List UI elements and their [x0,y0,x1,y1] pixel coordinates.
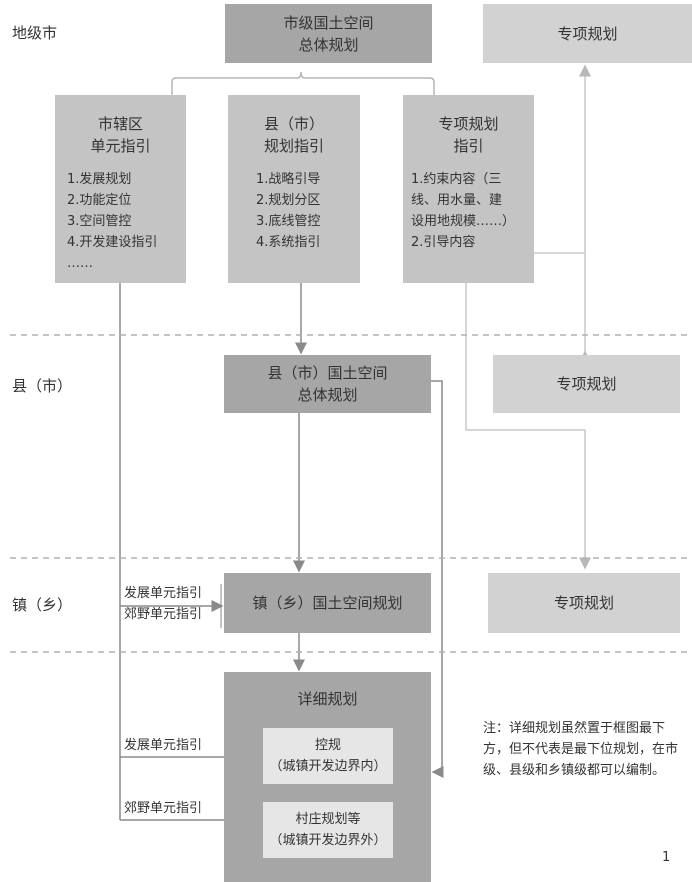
list-item: 4.开发建设指引 [67,235,158,250]
list-item: 3.空间管控 [67,214,132,229]
list-item: 设用地规模……） [411,214,516,229]
list-item: 2.功能定位 [67,193,132,208]
list-item: 1.约束内容（三 [411,172,502,187]
village-plan: 村庄规划等 （城镇开发边界外） [263,802,393,858]
title-line: 县（市）国土空间 [267,364,388,382]
special-plan-guide: 专项规划指引 1.约束内容（三线、用水量、建设用地规模……） 2.引导内容 [403,95,534,283]
edge-label-development: 发展单元指引 [124,738,203,753]
level-label-town: 镇（乡） [12,596,73,614]
title-line: 县（市） [263,115,324,133]
page-number: 1 [662,850,671,865]
city-special-plan: 专项规划 [483,4,692,63]
title-line: 规划指引 [263,137,324,155]
detailed-plan-title: 详细规划 [297,690,358,708]
list-item: 2.引导内容 [411,235,476,250]
list-item: 1.发展规划 [67,172,132,187]
level-label-county: 县（市） [12,377,73,395]
title-line: 总体规划 [298,35,359,54]
list-item: 线、用水量、建 [411,193,503,208]
edge-label-rural: 郊野单元指引 [124,801,203,816]
list-item: 2.规划分区 [256,193,321,208]
city-master-plan: 市级国土空间总体规划 [225,4,432,63]
title-line: 控规 [314,738,341,753]
title-line: 专项规划 [438,115,499,133]
county-master-plan: 县（市）国土空间总体规划 [224,355,431,413]
title-line: 市辖区 [97,115,143,133]
title-line: 指引 [453,137,484,155]
title-line: 总体规划 [297,386,358,404]
footnote: 注：详细规划虽然置于框图最下方，但不代表是最下位规划，在市级、县级和乡镇级都可以… [483,721,679,778]
county-special-plan: 专项规划 [493,355,680,413]
list-item: 1.战略引导 [256,172,321,187]
level-label-city: 地级市 [12,24,58,42]
district-unit-guide: 市辖区单元指引 1.发展规划 2.功能定位 3.空间管控 4.开发建设指引 …… [55,95,186,283]
title-line: 村庄规划等 [295,812,361,827]
town-special-plan: 专项规划 [488,573,680,633]
town-plan: 镇（乡）国土空间规划 [224,573,431,633]
county-plan-guide: 县（市） 规划指引 1.战略引导 2.规划分区 3.底线管控 4.系统指引 [228,95,360,283]
title-line: （城镇开发边界内） [269,759,387,774]
list-item: 4.系统指引 [256,235,321,250]
edge-label-rural: 郊野单元指引 [124,607,203,622]
regulatory-plan: 控规 （城镇开发边界内） [263,728,393,784]
list-item: …… [67,256,93,271]
list-item: 3.底线管控 [256,214,321,229]
edge-label-development: 发展单元指引 [124,586,203,601]
title-line: （城镇开发边界外） [269,833,387,848]
title-line: 单元指引 [90,137,151,155]
title-line: 市级国土空间 [283,13,374,32]
